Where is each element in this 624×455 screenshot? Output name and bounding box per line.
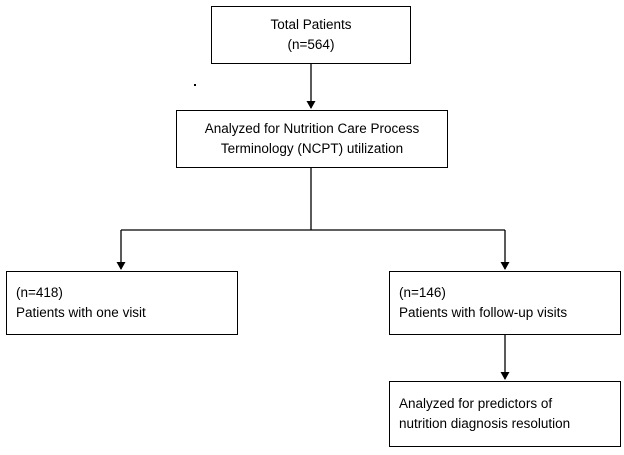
node-followup-visits: (n=146) Patients with follow-up visits xyxy=(389,271,621,335)
stray-dot xyxy=(194,84,196,86)
node-total-patients: Total Patients (n=564) xyxy=(211,6,411,64)
node-predictors-line1: Analyzed for predictors of xyxy=(399,396,553,411)
node-total-title: Total Patients xyxy=(270,17,352,32)
node-one-visit: (n=418) Patients with one visit xyxy=(6,271,238,335)
node-ncpt-line1: Analyzed for Nutrition Care Process xyxy=(204,121,420,136)
node-predictors-analysis: Analyzed for predictors of nutrition dia… xyxy=(389,381,621,447)
node-ncpt-line2: Terminology (NCPT) utilization xyxy=(220,141,404,156)
node-one-visit-count: (n=418) xyxy=(16,285,63,300)
node-followup-label: Patients with follow-up visits xyxy=(399,305,568,320)
node-predictors-line2: nutrition diagnosis resolution xyxy=(399,416,571,431)
node-one-visit-label: Patients with one visit xyxy=(16,305,146,320)
node-total-count: (n=564) xyxy=(287,37,335,52)
node-followup-count: (n=146) xyxy=(399,285,446,300)
node-ncpt-analysis: Analyzed for Nutrition Care Process Term… xyxy=(176,110,448,168)
